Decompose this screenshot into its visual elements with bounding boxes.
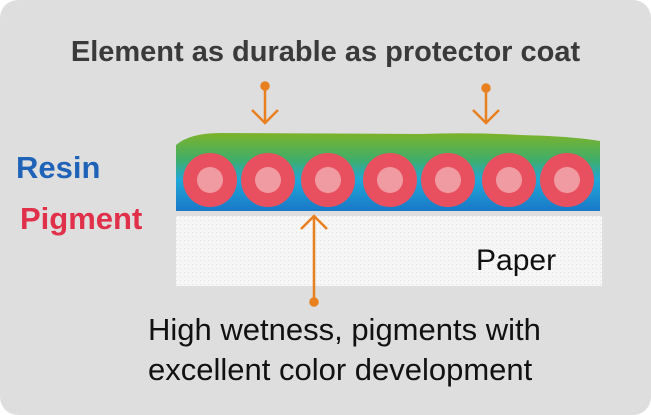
- pigment-core: [255, 167, 281, 193]
- pigment-particles: [183, 153, 594, 207]
- pigment-label: Pigment: [20, 201, 143, 236]
- arrow-down-left: [251, 81, 279, 125]
- caption-line-2: excellent color development: [148, 352, 533, 387]
- pigment-core: [315, 167, 341, 193]
- caption-line-1: High wetness, pigments with: [148, 312, 541, 347]
- pigment-core: [377, 167, 403, 193]
- pigment-core: [554, 167, 580, 193]
- diagram-title: Element as durable as protector coat: [70, 36, 581, 68]
- arrow-up: [300, 214, 328, 307]
- resin-label: Resin: [16, 150, 101, 185]
- pigment-core: [197, 167, 223, 193]
- paper-label: Paper: [476, 244, 557, 277]
- pigment-core: [435, 167, 461, 193]
- pigment-core: [496, 167, 522, 193]
- arrow-down-right: [472, 83, 500, 125]
- paper-layer: [176, 216, 602, 286]
- caption: High wetness, pigments with excellent co…: [148, 310, 541, 390]
